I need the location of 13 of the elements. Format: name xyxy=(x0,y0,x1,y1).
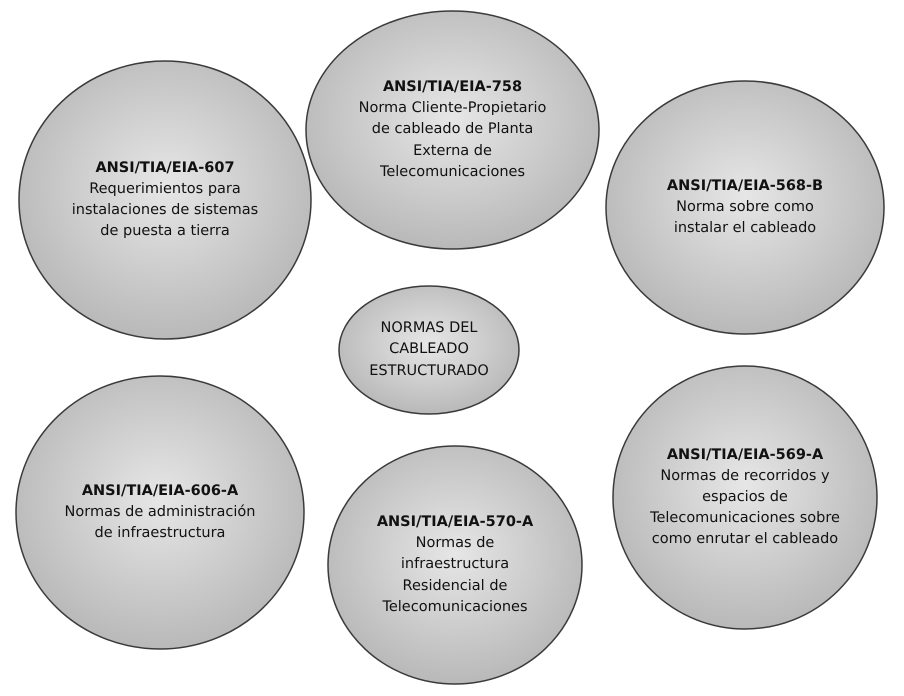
standard-code: ANSI/TIA/EIA-569-A xyxy=(666,446,824,465)
node-text: Normas de infraestructura Residencial de Telecomunicaciones xyxy=(381,534,529,617)
node-text: Requerimientos para instalaciones de sistemas de puesta a tierra xyxy=(70,180,260,242)
standard-code: ANSI/TIA/EIA-568-B xyxy=(666,176,824,196)
node-text: Norma sobre como instalar el cableado xyxy=(672,198,818,238)
standard-code: ANSI/TIA/EIA-758 xyxy=(382,78,522,98)
node-text: Normas de recorridos y espacios de Telecomunicaciones sobre como enrutar el cableado xyxy=(649,466,841,550)
standard-code: ANSI/TIA/EIA-606-A xyxy=(82,482,238,501)
node-text: NORMAS DEL CABLEADO ESTRUCTURADO xyxy=(368,319,490,380)
standard-code: ANSI/TIA/EIA-607 xyxy=(95,158,235,178)
node-text: Norma Cliente-Propietario de cableado de Planta Externa de Telecomunicaciones xyxy=(358,99,548,182)
node-text: Normas de administración de infraestructura xyxy=(64,502,256,543)
standard-code: ANSI/TIA/EIA-570-A xyxy=(376,513,534,532)
